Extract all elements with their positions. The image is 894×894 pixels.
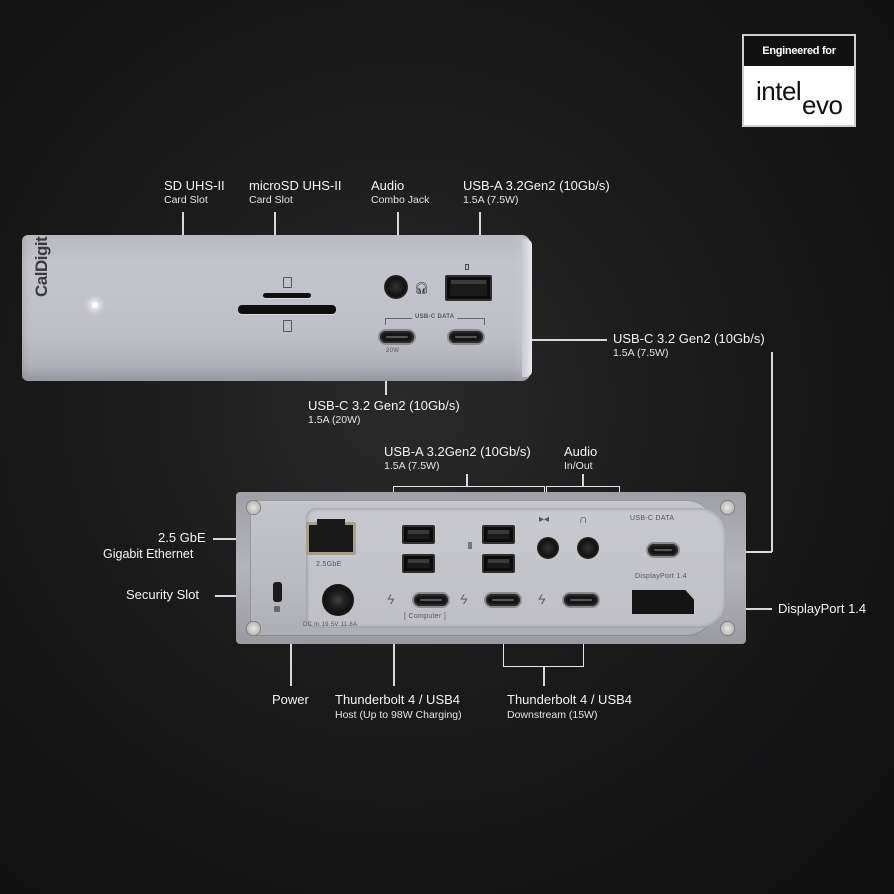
label-usbc-left-title: USB-C 3.2 Gen2 (10Gb/s) <box>308 398 460 413</box>
label-sd-title: SD UHS-II <box>164 178 225 193</box>
tag-usbc-data-front: USB-C DATA <box>412 314 458 320</box>
callout-line-audio-rear-stem <box>582 474 584 486</box>
label-audio-subtitle: Combo Jack <box>371 194 430 206</box>
label-audio-title: Audio <box>371 178 405 193</box>
label-microsd-title: microSD UHS-II <box>249 178 342 193</box>
dock-rear-panel: 2.5GbE DC in 19.5V 11.8A ▸◂ ∩ USB-C DATA… <box>236 492 746 644</box>
usb-a-port-rear-4[interactable] <box>482 554 515 573</box>
label-ethernet-subtitle: Gigabit Ethernet <box>103 547 194 561</box>
thunderbolt-port-host[interactable] <box>414 594 448 606</box>
evo-wordmark: evo <box>802 90 843 120</box>
callout-line-usbc-right <box>489 339 607 341</box>
label-usba-rear-title: USB-A 3.2Gen2 (10Gb/s) <box>384 444 531 459</box>
label-usbc-left-subtitle: 1.5A (20W) <box>308 414 361 426</box>
tag-displayport: DisplayPort 1.4 <box>635 573 687 580</box>
sd-icon <box>283 320 292 332</box>
power-led <box>92 302 98 308</box>
tag-ethernet: 2.5GbE <box>316 561 342 568</box>
screw-top-left <box>246 500 261 515</box>
audio-line-in-jack[interactable] <box>537 537 559 559</box>
label-usbc-right-title: USB-C 3.2 Gen2 (10Gb/s) <box>613 331 765 346</box>
screw-bottom-right <box>720 621 735 636</box>
usb-power-icon-rear <box>468 542 472 549</box>
security-slot[interactable] <box>273 582 282 602</box>
label-usba-front-title: USB-A 3.2Gen2 (10Gb/s) <box>463 178 610 193</box>
callout-line-usba-rear-stem <box>466 474 468 486</box>
label-tb-downstream-title: Thunderbolt 4 / USB4 <box>507 692 633 707</box>
tag-20w: 20W <box>386 348 400 354</box>
label-audio-rear-title: Audio <box>564 444 598 459</box>
label-tb-host-title: Thunderbolt 4 / USB4 <box>335 692 461 707</box>
label-tb-downstream-subtitle: Downstream (15W) <box>507 709 598 721</box>
label-security-slot: Security Slot <box>126 587 199 602</box>
usb-power-icon <box>465 264 469 270</box>
caldigit-logo: CalDigit <box>32 236 51 297</box>
usb-c-port-rear-data[interactable] <box>648 544 678 556</box>
label-displayport: DisplayPort 1.4 <box>778 601 867 616</box>
label-power: Power <box>272 692 309 707</box>
dock-front-edge <box>522 239 532 377</box>
label-usbc-right-subtitle: 1.5A (7.5W) <box>613 347 669 359</box>
thunderbolt-icon-host: ϟ <box>387 591 395 607</box>
thunderbolt-port-downstream-2[interactable] <box>564 594 598 606</box>
displayport-port[interactable] <box>632 590 694 614</box>
label-microsd-subtitle: Card Slot <box>249 194 293 206</box>
thunderbolt-icon-down-2: ϟ <box>538 591 546 607</box>
intel-evo-badge: Engineered for intel evo <box>742 34 856 127</box>
label-usba-rear-subtitle: 1.5A (7.5W) <box>384 460 440 472</box>
thunderbolt-port-downstream-1[interactable] <box>486 594 520 606</box>
usb-c-port-front-20w[interactable] <box>380 331 414 343</box>
label-usba-front-subtitle: 1.5A (7.5W) <box>463 194 519 206</box>
tag-dc-in: DC in 19.5V 11.8A <box>303 622 358 628</box>
callout-line-usbc-rear-vertical <box>771 352 773 552</box>
headphone-icon: ∩ <box>579 512 588 526</box>
headset-icon: 🎧︎ <box>414 281 430 295</box>
usb-a-port-front[interactable] <box>445 275 492 301</box>
microsd-icon <box>283 277 292 288</box>
tag-computer: [ Computer ] <box>404 613 447 620</box>
tag-usbc-data-rear: USB-C DATA <box>630 515 675 522</box>
dock-front-panel: CalDigit 🎧︎ USB-C DATA 20W <box>22 235 532 381</box>
usb-a-port-rear-3[interactable] <box>482 525 515 544</box>
thunderbolt-icon-down-1: ϟ <box>460 591 468 607</box>
label-tb-host-subtitle: Host (Up to 98W Charging) <box>335 709 462 721</box>
audio-combo-jack[interactable] <box>384 275 408 299</box>
lock-icon <box>274 606 280 612</box>
usb-a-port-rear-1[interactable] <box>402 525 435 544</box>
label-sd-subtitle: Card Slot <box>164 194 208 206</box>
label-ethernet-title: 2.5 GbE <box>158 530 206 545</box>
sd-card-slot[interactable] <box>238 305 336 314</box>
line-in-icon: ▸◂ <box>539 514 550 525</box>
label-audio-rear-subtitle: In/Out <box>564 460 593 472</box>
badge-header: Engineered for <box>744 36 854 66</box>
ethernet-port[interactable] <box>306 519 356 555</box>
callout-line-tb-downstream-stem <box>543 667 545 686</box>
usb-c-port-front-data[interactable] <box>449 331 483 343</box>
screw-bottom-left <box>246 621 261 636</box>
intel-wordmark: intel <box>756 76 802 106</box>
screw-top-right <box>720 500 735 515</box>
audio-line-out-jack[interactable] <box>577 537 599 559</box>
microsd-slot[interactable] <box>263 293 311 298</box>
dc-power-jack[interactable] <box>322 584 354 616</box>
usb-a-port-rear-2[interactable] <box>402 554 435 573</box>
